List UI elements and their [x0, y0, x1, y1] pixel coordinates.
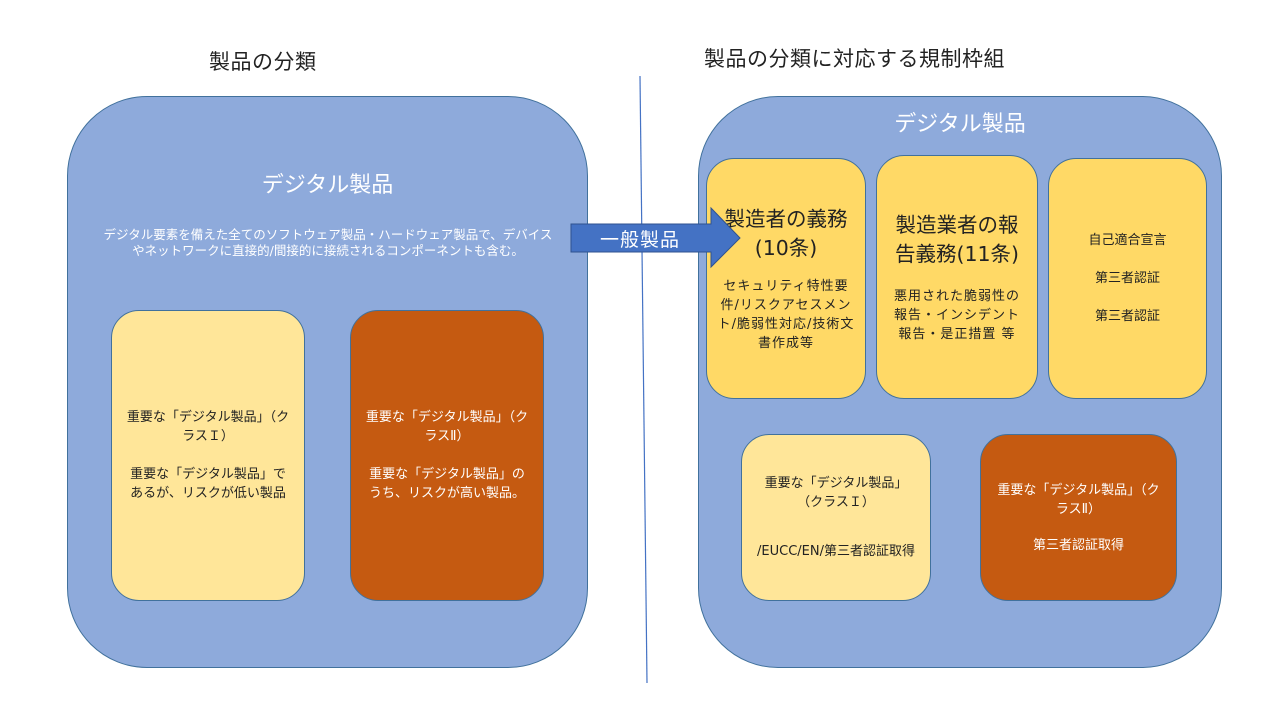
- right-container-title: デジタル製品: [894, 112, 1026, 137]
- manufacturer-obligations-title: 製造者の義務(10条): [724, 206, 848, 260]
- left-class2-description: 重要な「デジタル製品」のうち、リスクが高い製品。: [368, 467, 525, 501]
- reporting-obligations-description: 悪用された脆弱性の報告・インシデント報告・是正措置 等: [893, 288, 1020, 342]
- conformity-item: 第三者認証: [1094, 309, 1160, 324]
- left-heading: 製品の分類: [209, 50, 317, 74]
- left-class1-description: 重要な「デジタル製品」であるが、リスクが低い製品: [130, 467, 286, 501]
- right-class1-title: 重要な「デジタル製品」（クラスＩ）: [764, 476, 908, 510]
- right-heading: 製品の分類に対応する規制枠組: [704, 47, 1005, 71]
- manufacturer-obligations-card: 製造者の義務(10条) セキュリティ特性要件/リスクアセスメント/脆弱性対応/技…: [706, 158, 866, 399]
- right-class2-description: 第三者認証取得: [1032, 537, 1124, 553]
- reporting-obligations-title: 製造業者の報告義務(11条): [894, 212, 1020, 266]
- conformity-item: 自己適合宣言: [1088, 233, 1167, 248]
- left-class1-card: 重要な「デジタル製品」（クラスＩ） 重要な「デジタル製品」であるが、リスクが低い…: [111, 310, 305, 601]
- conformity-item: 第三者認証: [1094, 271, 1160, 286]
- general-products-label: 一般製品: [600, 229, 681, 251]
- left-container-title: デジタル製品: [261, 173, 394, 198]
- conformity-assessment-card: 自己適合宣言 第三者認証 第三者認証: [1048, 158, 1207, 399]
- left-container-description: デジタル要素を備えた全てのソフトウェア製品・ハードウェア製品で、デバイスやネット…: [103, 227, 553, 258]
- general-products-arrow: [570, 206, 741, 269]
- right-class1-description: /EUCC/EN/第三者認証取得: [757, 544, 915, 559]
- right-class1-card: 重要な「デジタル製品」（クラスＩ） /EUCC/EN/第三者認証取得: [741, 434, 931, 601]
- center-divider: [639, 75, 648, 684]
- right-class2-card: 重要な「デジタル製品」（クラスⅡ） 第三者認証取得: [980, 434, 1177, 601]
- reporting-obligations-card: 製造業者の報告義務(11条) 悪用された脆弱性の報告・インシデント報告・是正措置…: [876, 155, 1038, 399]
- manufacturer-obligations-description: セキュリティ特性要件/リスクアセスメント/脆弱性対応/技術文書作成等: [717, 278, 855, 351]
- left-class2-title: 重要な「デジタル製品」（クラスⅡ）: [365, 410, 529, 444]
- left-class2-card: 重要な「デジタル製品」（クラスⅡ） 重要な「デジタル製品」のうち、リスクが高い製…: [350, 310, 544, 601]
- left-class1-title: 重要な「デジタル製品」（クラスＩ）: [126, 410, 290, 444]
- right-class2-title: 重要な「デジタル製品」（クラスⅡ）: [997, 482, 1160, 517]
